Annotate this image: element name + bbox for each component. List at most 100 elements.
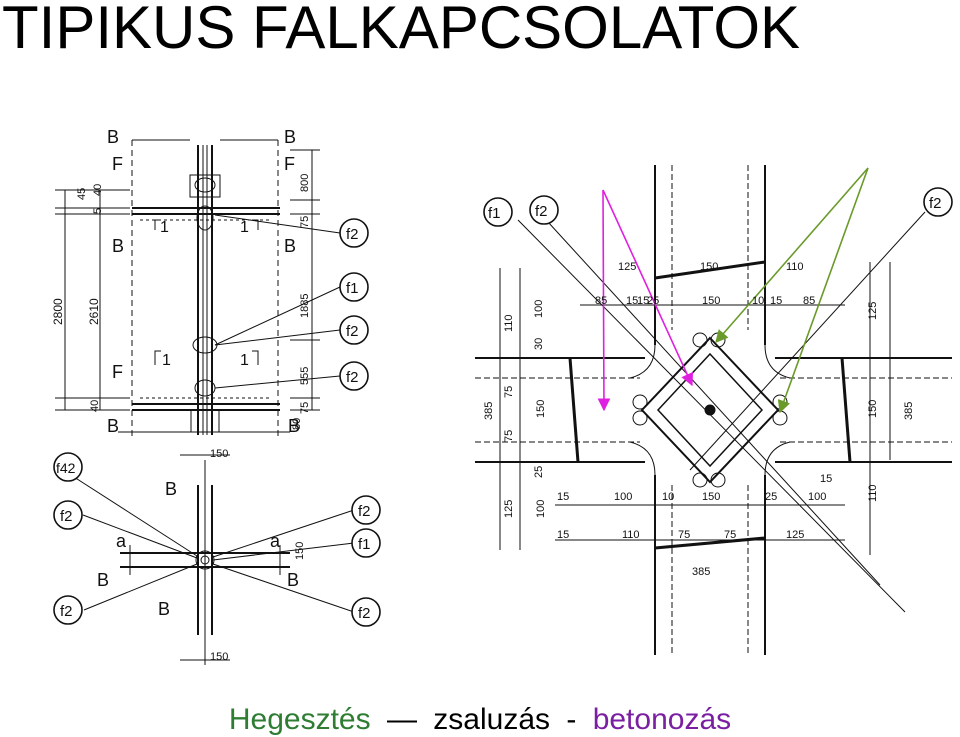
junction-drawing (475, 165, 952, 655)
dim-80: 80 (291, 418, 303, 430)
dim-25: 25 (533, 466, 545, 478)
callout-circle (351, 495, 381, 525)
label-f: F (112, 362, 123, 382)
label-b: B (112, 236, 124, 256)
label-f2: f2 (929, 195, 942, 212)
label-f2: f2 (60, 603, 73, 620)
dim-125: 125 (618, 261, 636, 273)
page-title: TIPIKUS FALKAPCSOLATOK (2, 0, 801, 61)
callout-circle (339, 361, 369, 391)
dim-75: 75 (503, 430, 515, 442)
dim-15: 15 (626, 295, 638, 307)
dim-150: 150 (867, 400, 879, 418)
label-b: B (288, 416, 300, 436)
callout-circle (339, 315, 369, 345)
dim-2610: 2610 (87, 298, 101, 325)
dim-555: 555 (299, 367, 311, 385)
label-b: B (287, 570, 299, 590)
dim-75: 75 (299, 402, 311, 414)
caption-concreting: betonozás (592, 703, 732, 736)
dim-125: 125 (867, 302, 879, 320)
label-b: B (284, 236, 296, 256)
dim-100: 100 (533, 300, 545, 318)
label-section-1: 1 (160, 219, 169, 236)
caption: Hegesztés — zsaluzás - betonozás (0, 703, 960, 737)
arrow-green (715, 167, 869, 343)
label-f2: f2 (358, 503, 371, 520)
callout-circle (483, 197, 513, 227)
dim-15: 15 (637, 295, 649, 307)
dim-10: 10 (662, 491, 674, 503)
dim-40: 40 (92, 184, 104, 196)
callout-circle (339, 218, 369, 248)
dim-110: 110 (503, 314, 515, 332)
label-f1: f1 (346, 280, 359, 297)
callout-circle (53, 595, 83, 625)
dim-2800: 2800 (51, 298, 65, 325)
label-f1: f1 (488, 205, 501, 222)
elevation-labels: B B F F B B F B B 1 1 1 1 f2 f1 f2 f2 45… (51, 127, 369, 436)
dim-385: 385 (903, 402, 915, 420)
dim-85: 85 (595, 295, 607, 307)
dim-150: 150 (210, 651, 228, 663)
arrow-magenta (597, 189, 611, 412)
dim-75: 75 (678, 529, 690, 541)
label-section-1: 1 (162, 352, 171, 369)
plan-labels: f42 f2 f2 f2 f1 f2 B a a B B B 150 150 1… (53, 448, 381, 663)
callout-circle (529, 195, 559, 225)
dim-100: 100 (808, 491, 826, 503)
dim-15: 15 (770, 295, 782, 307)
dim-15: 15 (820, 473, 832, 485)
label-b: B (165, 479, 177, 499)
junction-labels: f1 f2 f2 125 150 110 85 15 15 25 150 10 … (483, 187, 953, 578)
callout-circle (923, 187, 953, 217)
callout-circle (53, 500, 83, 530)
caption-welding: Hegesztés (228, 703, 371, 736)
elevation-drawing (55, 139, 341, 440)
dim-150: 150 (702, 491, 720, 503)
dim-385: 385 (692, 566, 710, 578)
dim-150: 150 (294, 542, 306, 560)
dim-100: 100 (614, 491, 632, 503)
dim-100: 100 (535, 500, 547, 518)
dim-125: 125 (786, 529, 804, 541)
dim-30: 30 (533, 338, 545, 350)
caption-dash: — (386, 703, 417, 736)
dim-1885: 1885 (299, 294, 311, 318)
dim-800: 800 (299, 174, 311, 192)
dim-45: 45 (76, 188, 88, 200)
label-f2: f2 (60, 508, 73, 525)
dim-75: 75 (724, 529, 736, 541)
dim-150: 150 (535, 400, 547, 418)
label-a: a (270, 531, 281, 551)
dim-110: 110 (622, 529, 640, 541)
label-f2: f2 (535, 203, 548, 220)
label-b: B (107, 416, 119, 436)
caption-formwork: zsaluzás (433, 703, 550, 736)
dim-5: 5 (92, 208, 104, 214)
arrow-green (777, 167, 869, 414)
label-b: B (284, 127, 296, 147)
label-b: B (158, 599, 170, 619)
label-b: B (97, 570, 109, 590)
plan-drawing (59, 454, 355, 665)
label-a: a (116, 531, 127, 551)
dim-150: 150 (702, 295, 720, 307)
dim-40: 40 (89, 400, 101, 412)
label-section-1: 1 (240, 219, 249, 236)
caption-dash: - (566, 703, 577, 736)
label-f1: f1 (358, 536, 371, 553)
callout-circle (351, 528, 381, 558)
label-f2: f2 (358, 605, 371, 622)
annotation-arrows (597, 167, 869, 414)
label-f42: f42 (56, 460, 76, 476)
dim-15: 15 (557, 491, 569, 503)
dim-150: 150 (700, 261, 718, 273)
arrow-magenta (602, 189, 694, 387)
dim-10: 10 (752, 295, 764, 307)
callout-circle (351, 597, 381, 627)
dim-385: 385 (483, 402, 495, 420)
callout-circle (339, 272, 369, 302)
label-section-1: 1 (240, 352, 249, 369)
